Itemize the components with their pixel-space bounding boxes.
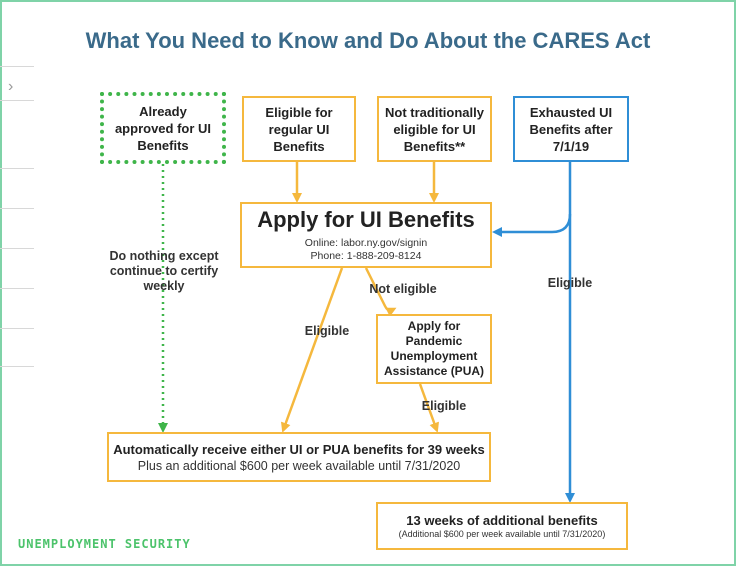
left-rail: › — [0, 60, 34, 380]
box-exhausted: Exhausted UI Benefits after 7/1/19 — [513, 96, 629, 162]
apply-phone: Phone: 1-888-209-8124 — [310, 250, 422, 262]
exhausted-text: Exhausted UI Benefits after 7/1/19 — [529, 104, 613, 154]
box-pua: Apply for Pandemic Unemployment Assistan… — [376, 314, 492, 384]
receive-title: Automatically receive either UI or PUA b… — [113, 441, 485, 457]
already-approved-text: Already approved for UI Benefits — [114, 103, 212, 153]
label-eligible-right: Eligible — [547, 276, 593, 290]
arrow-apply-to-receive — [281, 267, 344, 433]
watermark: UNEMPLOYMENT SECURITY — [18, 537, 191, 551]
eligible-regular-text: Eligible for regular UI Benefits — [265, 104, 333, 154]
label-do-nothing: Do nothing except continue to certify we… — [109, 249, 219, 293]
box-additional: 13 weeks of additional benefits (Additio… — [376, 502, 628, 550]
rail-divider — [0, 100, 34, 101]
chevron-right-icon[interactable]: › — [8, 78, 14, 95]
arrow-apply-to-pua — [364, 267, 397, 317]
rail-divider — [0, 328, 34, 329]
receive-sub: Plus an additional $600 per week availab… — [137, 458, 461, 473]
label-not-eligible: Not eligible — [369, 282, 437, 296]
additional-sub: (Additional $600 per week available unti… — [398, 529, 606, 539]
box-not-traditionally: Not traditionally eligible for UI Benefi… — [377, 96, 492, 162]
box-receive: Automatically receive either UI or PUA b… — [107, 432, 491, 482]
apply-online: Online: labor.ny.gov/signin — [304, 237, 428, 249]
box-eligible-regular: Eligible for regular UI Benefits — [242, 96, 356, 162]
box-already-approved: Already approved for UI Benefits — [100, 92, 226, 164]
rail-divider — [0, 66, 34, 67]
box-apply-ui: Apply for UI Benefits Online: labor.ny.g… — [240, 202, 492, 268]
apply-title: Apply for UI Benefits — [257, 207, 475, 232]
pua-text: Apply for Pandemic Unemployment Assistan… — [383, 319, 485, 378]
arrow-exhausted-to-apply — [492, 162, 572, 237]
not-traditionally-text: Not traditionally eligible for UI Benefi… — [385, 104, 484, 154]
rail-divider — [0, 248, 34, 249]
rail-divider — [0, 168, 34, 169]
rail-divider — [0, 366, 34, 367]
rail-divider — [0, 208, 34, 209]
page-title: What You Need to Know and Do About the C… — [85, 28, 651, 53]
rail-divider — [0, 288, 34, 289]
arrow-pua-to-receive — [418, 383, 439, 433]
additional-title: 13 weeks of additional benefits — [406, 513, 598, 528]
label-eligible-pua: Eligible — [421, 399, 467, 413]
label-eligible-left: Eligible — [304, 324, 350, 338]
